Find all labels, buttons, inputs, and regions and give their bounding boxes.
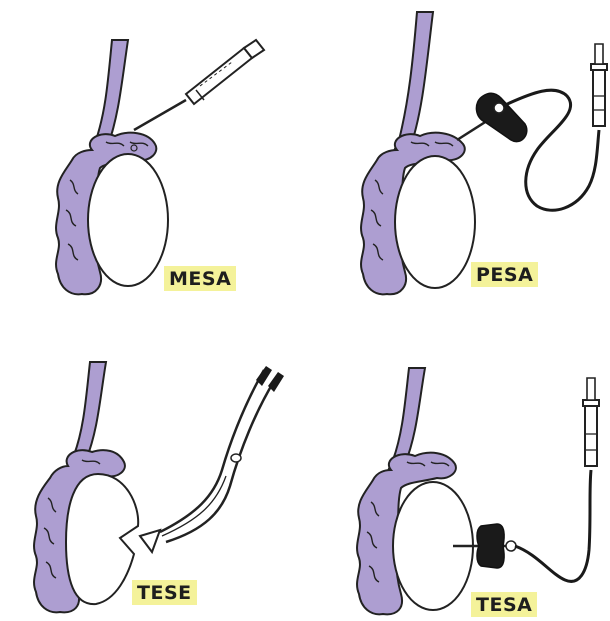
needle-tube-syringe-icon [457,44,607,210]
syringe-needle-icon [134,40,264,130]
testis [88,154,168,286]
technique-label-tese: TESE [132,580,197,605]
scissors-forceps-icon [160,366,284,542]
testis-epididymis-illustration [305,0,610,310]
panel-pesa: PESA [305,0,610,310]
testis [395,156,475,288]
technique-label-mesa: MESA [164,266,236,291]
needle-tube-syringe-icon [453,378,599,581]
testis [66,474,138,604]
testis-epididymis-illustration [0,0,305,310]
testis-epididymis-illustration [0,310,305,620]
technique-label-tesa: TESA [471,592,537,617]
testis-epididymis-illustration [305,310,610,620]
panel-tese: TESE [0,310,305,620]
panel-tesa: TESA [305,310,610,620]
panel-mesa: MESA [0,0,305,310]
technique-label-pesa: PESA [471,262,538,287]
